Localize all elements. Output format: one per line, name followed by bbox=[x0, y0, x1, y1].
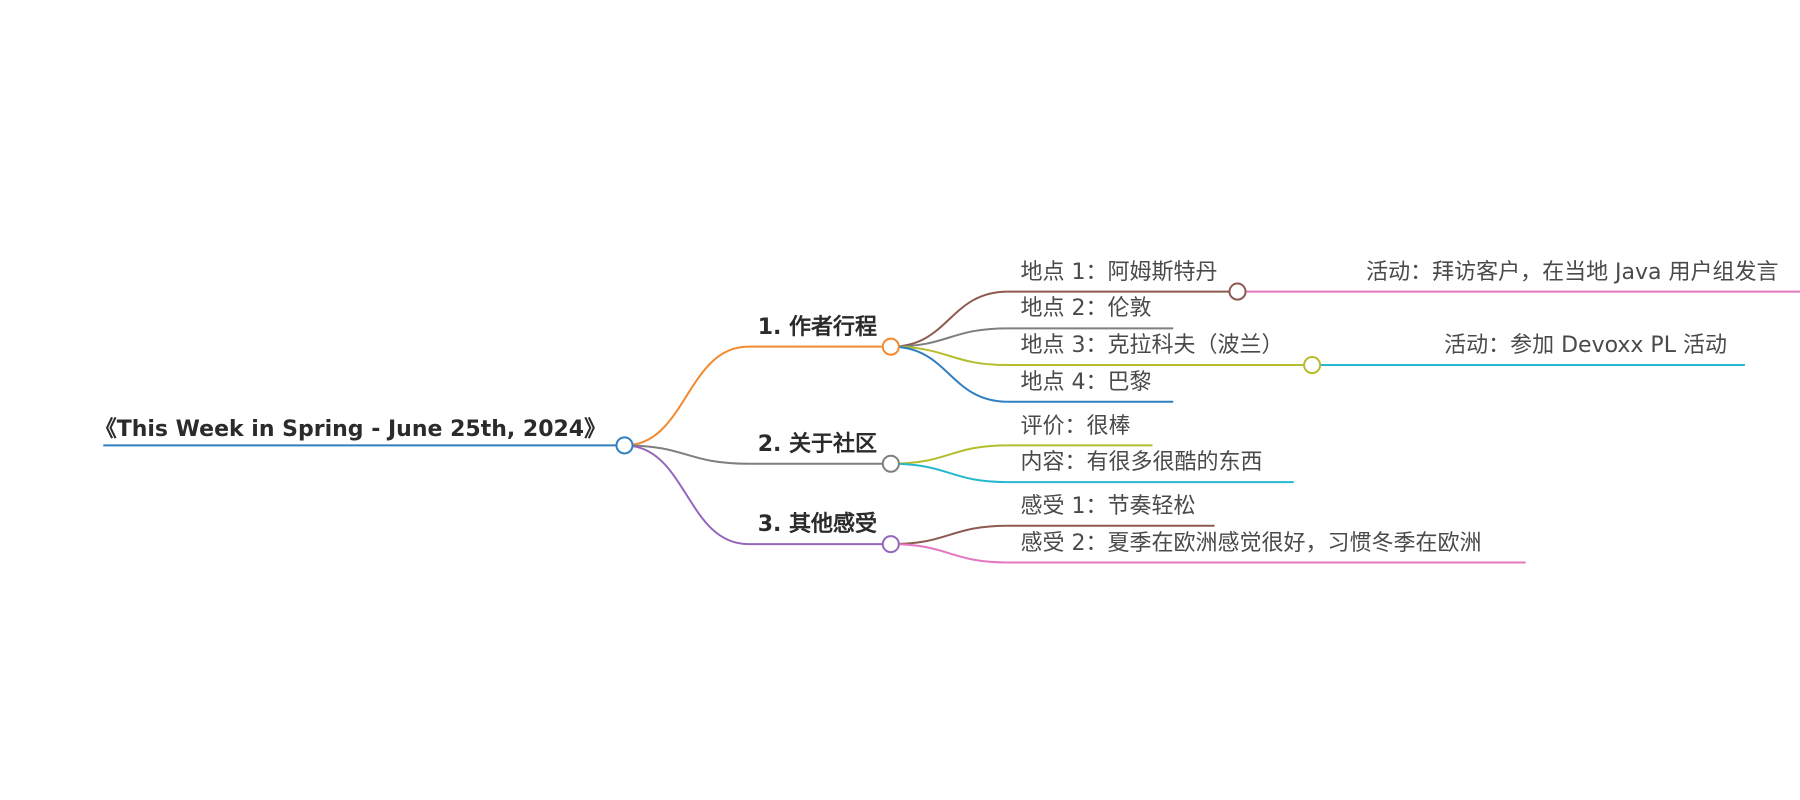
branch-connector bbox=[624, 444, 749, 546]
branch-collapse-toggle[interactable] bbox=[881, 337, 900, 356]
leaf-node-label: 地点 3：克拉科夫（波兰） bbox=[1020, 333, 1284, 359]
leaf-connector bbox=[890, 345, 1008, 403]
leaf-node-label: 感受 1：节奏轻松 bbox=[1020, 493, 1196, 519]
leaf-node-label: 内容：有很多很酷的东西 bbox=[1020, 450, 1263, 476]
leaf-node-label: 地点 4：巴黎 bbox=[1020, 369, 1152, 395]
branch-connector bbox=[624, 345, 749, 447]
leaf-connector bbox=[890, 345, 1008, 367]
leaf-node-label: 地点 1：阿姆斯特丹 bbox=[1020, 259, 1218, 285]
branch-collapse-toggle[interactable] bbox=[881, 535, 900, 554]
branch-node-label: 2. 关于社区 bbox=[757, 431, 878, 457]
subleaf-node-label: 活动：参加 Devoxx PL 活动 bbox=[1444, 333, 1727, 359]
leaf-node-label: 地点 2：伦敦 bbox=[1020, 296, 1152, 322]
leaf-node-label: 感受 2：夏季在欧洲感觉很好，习惯冬季在欧洲 bbox=[1020, 530, 1482, 556]
subleaf-node-label: 活动：拜访客户，在当地 Java 用户组发言 bbox=[1366, 259, 1779, 285]
branch-connector bbox=[624, 444, 749, 465]
branch-collapse-toggle[interactable] bbox=[881, 454, 900, 473]
leaf-connector bbox=[890, 327, 1008, 348]
leaf-node-label: 评价：很棒 bbox=[1020, 413, 1131, 439]
root-collapse-toggle[interactable] bbox=[615, 436, 634, 455]
branch-node-label: 1. 作者行程 bbox=[757, 314, 878, 340]
leaf-connector bbox=[890, 290, 1008, 348]
leaf-connector bbox=[890, 444, 1008, 465]
root-node-label: 《This Week in Spring - June 25th, 2024》 bbox=[94, 417, 607, 442]
branch-node-label: 3. 其他感受 bbox=[757, 512, 878, 538]
leaf-connector bbox=[890, 462, 1008, 484]
leaf-collapse-toggle[interactable] bbox=[1303, 356, 1322, 375]
leaf-collapse-toggle[interactable] bbox=[1228, 282, 1247, 301]
leaf-connector bbox=[890, 524, 1008, 546]
leaf-connector bbox=[890, 543, 1008, 564]
